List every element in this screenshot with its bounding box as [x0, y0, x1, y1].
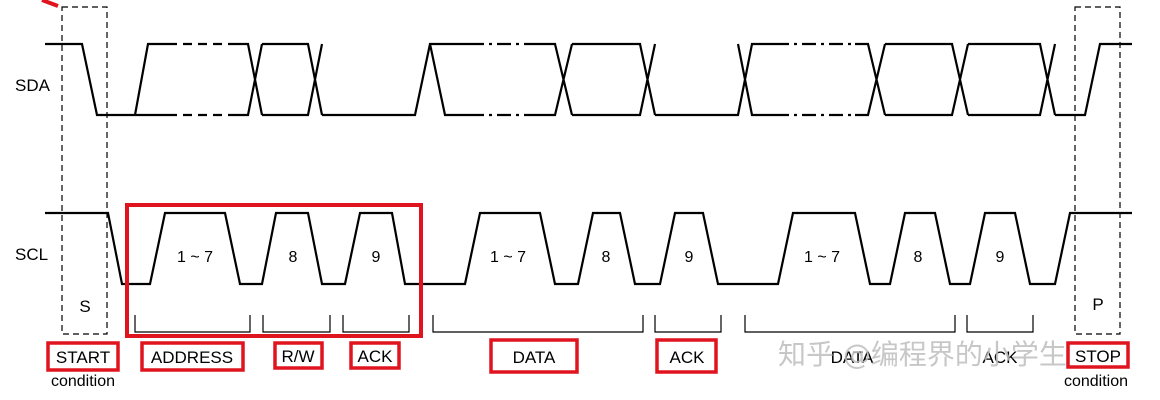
ack1-label: ACK — [358, 347, 394, 366]
ack1-label-box — [349, 341, 401, 370]
corner-arrow-mark — [41, 0, 59, 8]
stop-label-box — [1066, 341, 1130, 369]
ack2-label-box — [655, 338, 718, 374]
bracket-ack3 — [966, 315, 1034, 333]
sda-start-edge — [45, 42, 135, 117]
clock-label-data2-bit8: 8 — [914, 249, 923, 266]
address-label: ADDRESS — [151, 348, 233, 367]
stop-label: STOP — [1075, 347, 1121, 366]
data1-label: DATA — [513, 348, 556, 367]
address-frame-highlight — [125, 203, 423, 338]
data2-label: DATA — [831, 348, 874, 367]
sda-ack3-cell — [968, 42, 1057, 117]
clock-label-data1-bit8: 8 — [602, 249, 611, 266]
start-condition-text: condition — [51, 373, 115, 390]
clock-label-rw-bit: 8 — [289, 249, 298, 266]
sda-data1-bit8 — [572, 42, 657, 117]
sda-data1-dash — [470, 42, 530, 117]
stop-condition-box — [1074, 6, 1121, 335]
sda-data2-dash — [775, 42, 855, 117]
clock-label-ack2-bit: 9 — [685, 249, 694, 266]
bracket-data1 — [432, 315, 644, 333]
start-marker: S — [79, 297, 90, 316]
start-label: START — [56, 348, 110, 367]
clock-label-ack3-bit: 9 — [996, 249, 1005, 266]
address-label-box — [140, 341, 245, 372]
watermark-text: 知乎 @编程界的小学生 — [778, 338, 1067, 371]
bracket-rw — [262, 315, 331, 333]
ack3-label: ACK — [983, 348, 1019, 367]
sda-stop-edge — [1055, 42, 1132, 117]
field-brackets — [134, 315, 1034, 333]
clock-label-data1-bits: 1 ~ 7 — [490, 249, 526, 266]
clock-label-ack1-bit: 9 — [372, 249, 381, 266]
stop-condition-text: condition — [1064, 373, 1128, 390]
scl-waveform — [45, 211, 1132, 286]
sda-address-dash — [168, 42, 228, 117]
bracket-data2 — [744, 315, 956, 333]
sda-data1-cell — [428, 42, 574, 117]
ack2-label: ACK — [670, 348, 706, 367]
clock-label-address-bits: 1 ~ 7 — [177, 249, 213, 266]
rw-label: R/W — [281, 347, 314, 366]
sda-waveform — [45, 42, 1132, 117]
sda-ack-cell — [322, 42, 450, 117]
start-condition-box — [61, 6, 108, 335]
rw-label-box — [273, 341, 324, 370]
stop-marker: P — [1092, 295, 1103, 314]
start-label-box — [46, 341, 120, 372]
data1-label-box — [489, 338, 579, 374]
bracket-address — [134, 315, 251, 333]
sda-data2-cell — [855, 42, 970, 117]
scl-label: SCL — [15, 245, 48, 264]
sda-label: SDA — [15, 76, 51, 95]
clock-label-data2-bits: 1 ~ 7 — [804, 249, 840, 266]
sda-rw-cell — [262, 42, 324, 117]
bracket-ack1 — [342, 315, 410, 333]
sda-address-cell — [133, 42, 264, 117]
sda-ack2-cell — [655, 42, 775, 117]
bracket-ack2 — [654, 315, 722, 333]
